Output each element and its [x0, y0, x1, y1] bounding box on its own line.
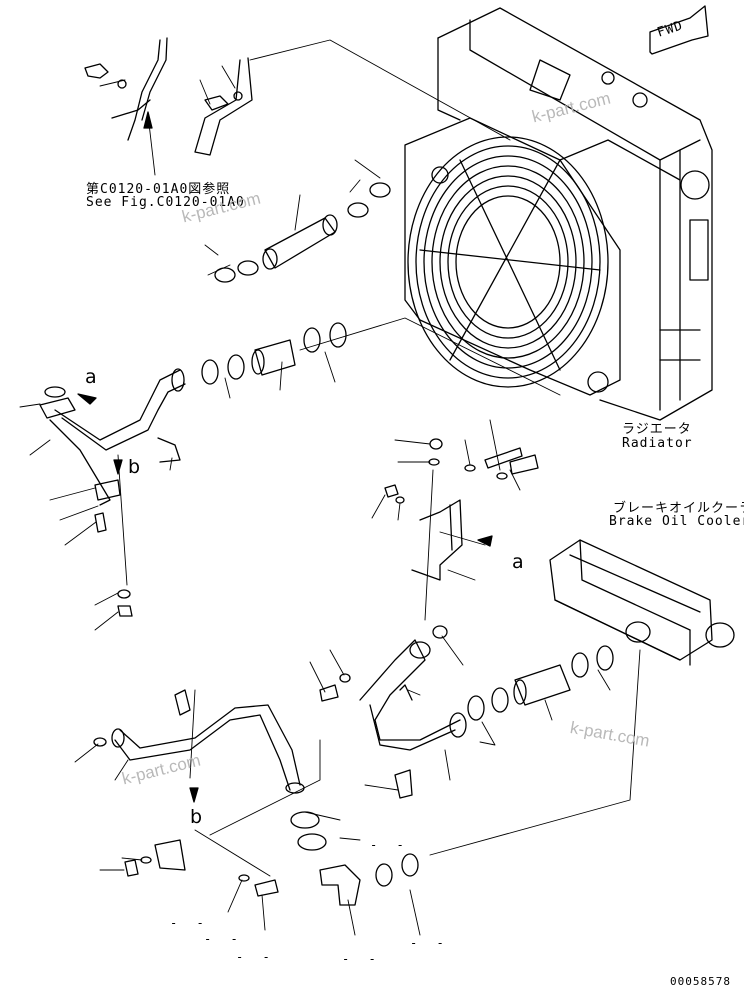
upper-bracket-drawing — [84, 37, 253, 156]
unlabeled-mark-4: - - — [342, 952, 382, 966]
radiator-label-ja: ラジエータ — [622, 422, 692, 437]
unlabeled-mark-2: - - — [204, 932, 244, 946]
callout-letter-a-left: a — [85, 366, 97, 388]
middle-bracket-drawing — [384, 438, 539, 581]
unlabeled-mark-3: - - — [236, 950, 276, 964]
leader-lines — [19, 39, 641, 936]
callout-letter-b-bottom: b — [190, 806, 203, 828]
upper-hoses-drawing — [201, 182, 391, 385]
lower-left-pipe-drawing — [93, 689, 305, 897]
direction-arrows — [77, 111, 493, 803]
oil-cooler-drawing — [549, 539, 735, 666]
lower-hoses-drawing — [467, 645, 614, 721]
left-pipe-drawing — [39, 368, 186, 617]
unlabeled-mark-5: - - — [410, 936, 450, 950]
radiator-drawing — [404, 7, 713, 421]
unlabeled-mark-6: - - — [370, 838, 410, 852]
part-number: 00058578 — [670, 975, 731, 988]
callout-letter-a-right: a — [512, 551, 524, 573]
unlabeled-mark-1: - - — [170, 916, 210, 930]
fwd-arrow-icon — [649, 5, 709, 55]
reference-label-ja: 第C0120-01A0図参照 — [86, 182, 231, 197]
reference-label-en: See Fig.C0120-01A0 — [86, 195, 245, 210]
oil-cooler-label-en: Brake Oil Cooler — [609, 514, 744, 529]
callout-letter-b-left: b — [128, 456, 141, 478]
oil-cooler-label-ja: ブレーキオイルクーラ — [613, 501, 744, 516]
bottom-hoses-drawing — [290, 811, 419, 906]
radiator-label-en: Radiator — [622, 436, 693, 451]
lower-middle-pipe-drawing — [319, 625, 467, 799]
